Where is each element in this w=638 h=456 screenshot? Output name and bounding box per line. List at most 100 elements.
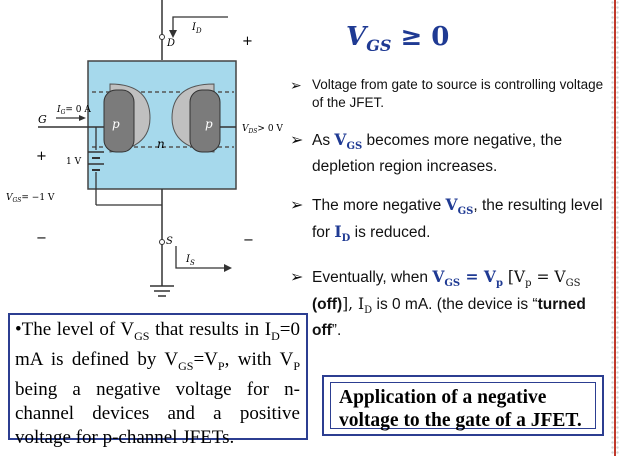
ig-value: = 0 A <box>65 105 91 115</box>
bullet-4-tail: is 0 mA. (the device is “ <box>372 296 538 314</box>
bullet-2-vgs: VGS <box>334 130 363 153</box>
vds-label: VDS> 0 V <box>242 124 283 135</box>
box1-t5-sub: P <box>293 358 300 373</box>
bullet-3-vgs: VGS <box>445 195 474 218</box>
caption-text: Application of a negative voltage to the… <box>330 382 596 431</box>
plus-top: + <box>242 34 253 49</box>
drain-current-arrow <box>172 16 228 36</box>
battery-label: 1 V <box>66 157 82 167</box>
bullet-list: ➢ Voltage from gate to source is control… <box>290 76 606 359</box>
title-sub: GS <box>366 36 392 55</box>
bullet-1: ➢ Voltage from gate to source is control… <box>290 76 606 112</box>
vgs-condition-title: VGS ≥ 0 <box>346 22 449 55</box>
ig-sub: G <box>61 109 66 116</box>
bullet-3-id: ID <box>334 222 351 245</box>
bullet-3-sym2: I <box>334 222 342 242</box>
box1-t2: that results in I <box>149 319 272 340</box>
bullet-3-mid: , the resulting level for <box>312 197 603 242</box>
vds-value: > 0 V <box>257 124 283 134</box>
bullet-4-turned: turned off <box>312 296 586 340</box>
bullet-4: ➢ Eventually, when VGS = Vp [Vp = VGS (o… <box>290 267 606 341</box>
caption-box: Application of a negative voltage to the… <box>322 375 604 436</box>
bullet-4-br2-sub: GS <box>565 278 581 290</box>
bullet-4-end: ”. <box>331 322 342 340</box>
box1-t4: =V <box>193 348 218 370</box>
drain-current-arrowhead <box>169 30 177 38</box>
bullet-3: ➢ The more negative VGS, the resulting l… <box>290 195 606 249</box>
bullet-4-br-sub: p <box>525 278 532 290</box>
bullet-4-br2: = V <box>531 268 566 287</box>
vds-symbol: V <box>242 124 250 134</box>
bullet-3-sub: GS <box>457 206 474 218</box>
minus-bottom: − <box>243 233 254 248</box>
bullet-2-post: becomes more negative, the depletion reg… <box>312 132 563 176</box>
box1-t5: , with V <box>224 348 294 370</box>
gate-current-label: IG= 0 A <box>56 105 91 116</box>
bullet-4-equation: VGS = Vp <box>432 267 503 290</box>
gate-label: G <box>38 113 47 126</box>
bullet-arrow-icon: ➢ <box>290 132 304 149</box>
vgs-sub: GS <box>13 197 22 204</box>
bullet-4-eq2-sub: p <box>495 278 503 290</box>
source-label: S <box>166 236 173 247</box>
title-rel: ≥ 0 <box>400 22 450 52</box>
box1-t3-sub: GS <box>178 358 194 373</box>
is-sub: S <box>190 259 195 267</box>
definition-box: •The level of VGS that results in ID=0 m… <box>8 313 308 448</box>
source-terminal <box>159 239 165 245</box>
box1-t1-sub: GS <box>134 328 150 343</box>
drain-current-label: ID <box>191 22 202 35</box>
vgs-label: VGS= −1 V <box>6 193 55 204</box>
box1-t4-sub: P <box>217 358 225 373</box>
is-symbol: I <box>185 254 191 265</box>
left-p-label: p <box>112 117 120 131</box>
bullet-2-sym: V <box>334 130 347 149</box>
bullet-1-text: Voltage from gate to source is controlli… <box>312 77 604 110</box>
bullet-4-off: (off) <box>312 296 343 314</box>
bullet-2-sub: GS <box>346 141 363 153</box>
bullet-2: ➢ As VGS becomes more negative, the depl… <box>290 130 606 177</box>
left-p-region <box>103 89 135 153</box>
drain-terminal <box>159 34 165 40</box>
bullet-4-after-wrap: ], ID <box>342 295 373 317</box>
bullet-4-eq2: = V <box>460 267 496 287</box>
bullet-3-post: is reduced. <box>350 224 431 242</box>
vds-sub: DS <box>248 128 258 135</box>
box1-t3: =0 mA is defined by V <box>15 319 300 370</box>
bullet-4-eq: V <box>432 267 445 287</box>
bullet-4-after: ], I <box>342 295 365 314</box>
jfet-circuit-diagram: D ID + p n p G IG= 0 A VDS> 0 V 1 V + VG… <box>6 0 283 297</box>
title-v: V <box>346 22 367 52</box>
bullet-3-pre: The more negative <box>312 197 446 215</box>
id-symbol: I <box>191 22 197 33</box>
right-p-label: p <box>205 117 213 131</box>
plus-left: + <box>36 149 47 164</box>
bullet-3-sym: V <box>445 195 458 215</box>
bullet-4-bracket: [Vp = VGS <box>502 268 581 290</box>
bullet-arrow-icon: ➢ <box>290 197 304 215</box>
vgs-value: = −1 V <box>21 193 55 203</box>
source-current-label: IS <box>185 254 195 267</box>
box1-t2-sub: D <box>271 328 280 343</box>
bullet-arrow-icon: ➢ <box>290 77 302 93</box>
ig-symbol: I <box>56 105 61 115</box>
n-label: n <box>157 137 165 151</box>
vgs-symbol: V <box>6 193 14 203</box>
right-p-region <box>189 89 221 153</box>
id-sub: D <box>195 27 202 35</box>
box1-t6: being a negative voltage for n-channel d… <box>15 378 300 448</box>
bullet-2-pre: As <box>312 132 335 149</box>
bullet-4-br: [V <box>502 268 526 287</box>
bullet-3-sub2: D <box>341 233 351 245</box>
bullet-4-after-sub: D <box>364 305 373 317</box>
source-current-arrowhead <box>224 264 232 272</box>
drain-label: D <box>166 38 175 49</box>
box1-t1: •The level of V <box>15 319 135 340</box>
source-current-arrow <box>175 246 228 269</box>
minus-left: − <box>36 231 47 246</box>
gate-current-arrowhead <box>79 115 86 121</box>
bullet-arrow-icon: ➢ <box>290 269 304 287</box>
bullet-4-eq-sub: GS <box>444 278 461 290</box>
bullet-4-pre: Eventually, when <box>312 269 433 287</box>
right-rail <box>614 0 616 456</box>
